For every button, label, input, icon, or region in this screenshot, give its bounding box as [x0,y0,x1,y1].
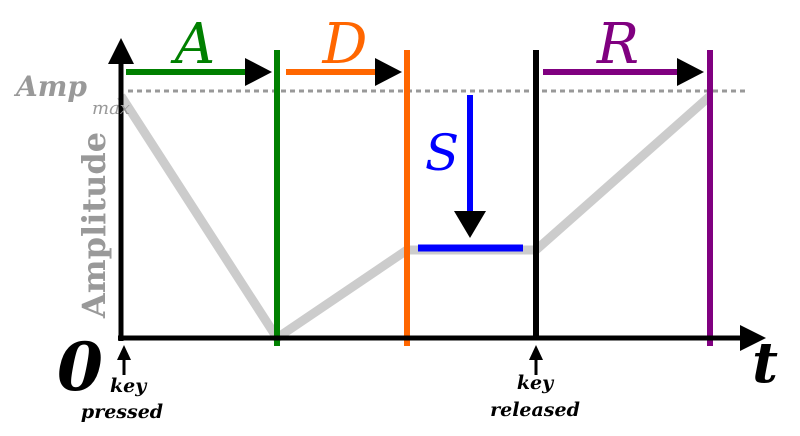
amp-label: Amp [13,70,87,103]
decay-arrowhead-icon [375,58,402,86]
decay-label: D [322,12,368,77]
y-axis-arrow-icon [108,38,134,64]
amplitude-axis-label: Amplitude [75,132,113,319]
envelope-curve [117,92,713,345]
key-pressed-label-2: pressed [81,401,163,423]
x-axis-arrow-icon [740,325,766,351]
attack-arrowhead-icon [245,58,272,86]
release-arrowhead-icon [677,58,704,86]
sustain-label: S [425,124,459,182]
release-label: R [596,12,639,77]
sustain-arrowhead-icon [454,211,486,238]
key-released-label-2: released [490,399,580,421]
attack-label: A [170,12,215,77]
key-released-arrow-icon [529,345,543,360]
key-pressed-label-1: key [110,375,148,397]
key-released-label-1: key [517,372,555,394]
origin-label: 0 [57,328,103,406]
time-axis-label: t [752,330,778,396]
key-pressed-arrow-icon [117,345,131,360]
amp-max-subscript: max [92,98,130,119]
